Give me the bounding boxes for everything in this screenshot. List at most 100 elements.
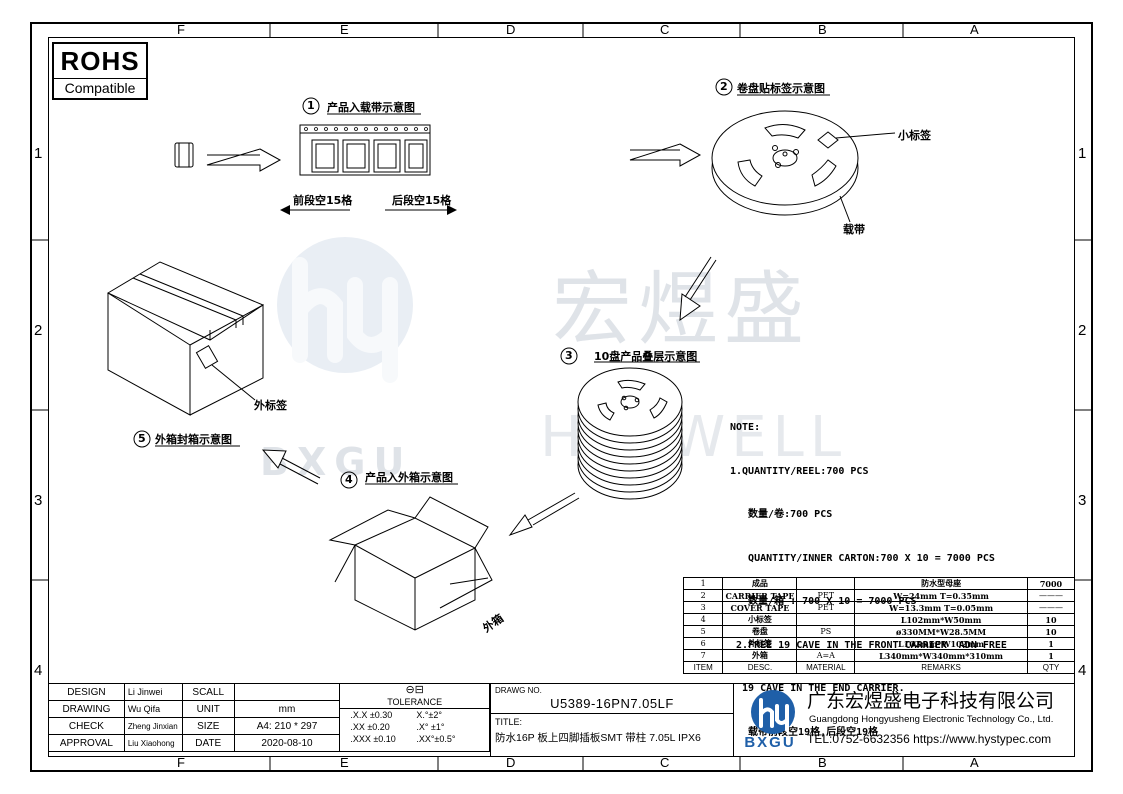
table-row: 5 卷盘 PS ø330MM*W28.5MM 10 <box>682 625 1076 638</box>
bom-cell: 7000 <box>1026 577 1076 590</box>
bom-header: REMARKS <box>854 661 1028 674</box>
company-block: BXGU 广东宏煜盛电子科技有限公司 Guangdong Hongyusheng… <box>735 684 1075 756</box>
tolerance-row: .XXX ±0.10 .XX°±0.5° <box>340 733 489 745</box>
field-label: SIZE <box>181 717 235 735</box>
small-label-callout: 小标签 <box>898 129 931 142</box>
table-row: DESIGN Li Jinwei SCALL ⊖⊟ TOLERANCE .X.X… <box>48 683 490 752</box>
bom-cell: W=13.3mm T=0.05mm <box>854 601 1028 614</box>
table-row: 4 小标签 L102mm*W50mm 10 <box>682 613 1076 626</box>
bom-cell: 4 <box>682 613 724 626</box>
bom-cell: CARRIER TAPE <box>722 589 798 602</box>
bom-cell: L102mm*W102mm <box>854 637 1028 650</box>
rohs-subtitle: Compatible <box>54 78 146 98</box>
tolerance-linear: .X.X ±0.30 <box>350 710 393 720</box>
person-name: Li Jinwei <box>123 683 183 701</box>
field-label: SCALL <box>181 683 235 701</box>
zone-col-bottom: D <box>506 755 516 770</box>
watermark-hy-logo-icon <box>277 237 413 383</box>
zone-col-top: C <box>660 22 670 37</box>
bom-cell: 2 <box>682 589 724 602</box>
bom-header-row: ITEM DESC. MATERIAL REMARKS QTY <box>682 661 1076 674</box>
front-empty-note: 前段空15格 <box>293 194 353 207</box>
bom-cell: PET <box>796 589 856 602</box>
step-number: 5 <box>138 432 146 445</box>
drawing-info: DRAWG NO. U5389-16PN7.05LF TITLE: 防水16P … <box>490 683 734 757</box>
step4-title: 产品入外箱示意图 <box>365 471 453 484</box>
company-logo-text: BXGU <box>744 734 796 751</box>
step1-title: 产品入载带示意图 <box>327 101 415 114</box>
drawing-inner-frame <box>48 37 1075 757</box>
table-row: 6 外标签 L102mm*W102mm 1 <box>682 637 1076 650</box>
bom-cell: PS <box>796 625 856 638</box>
tolerance-cell: ⊖⊟ TOLERANCE .X.X ±0.30 X.°±2° .XX ±0.20… <box>339 683 490 752</box>
field-label: DATE <box>181 734 235 752</box>
bom-cell: 10 <box>1026 625 1076 638</box>
drawing-title: 防水16P 板上四脚插板SMT 带柱 7.05L IPX6 <box>495 732 701 744</box>
bom-cell: A=A <box>796 649 856 662</box>
sealed-box-icon <box>106 261 265 416</box>
table-row: 3 COVER TAPE PET W=13.3mm T=0.05mm ——— <box>682 601 1076 614</box>
company-name-en: Guangdong Hongyusheng Electronic Technol… <box>809 714 1054 725</box>
bom-cell: COVER TAPE <box>722 601 798 614</box>
reel-stack-icon <box>577 367 683 500</box>
bom-cell: 成品 <box>722 577 798 590</box>
connector-part-icon <box>174 142 194 168</box>
zone-row-right: 3 <box>1078 492 1087 509</box>
bom-cell: L102mm*W50mm <box>854 613 1028 626</box>
outer-label-callout: 外标签 <box>254 399 287 412</box>
zone-row-right: 4 <box>1078 662 1087 679</box>
rohs-badge: ROHS Compatible <box>52 42 148 100</box>
bom-table: 1 成品 防水型母座 7000 2 CARRIER TAPE PET W=24m… <box>682 577 1076 674</box>
bom-cell: L340mm*W340mm*310mm <box>854 649 1028 662</box>
bom-cell: 1 <box>1026 637 1076 650</box>
tolerance-row: .X.X ±0.30 X.°±2° <box>340 709 489 721</box>
field-value: A4: 210 * 297 <box>233 717 341 735</box>
bom-cell: 6 <box>682 637 724 650</box>
rear-empty-note: 后段空15格 <box>392 194 452 207</box>
tolerance-linear: .XX ±0.20 <box>350 722 390 732</box>
drawing-no-label: DRAWG NO. <box>495 686 542 695</box>
table-row: 1 成品 防水型母座 7000 <box>682 577 1076 590</box>
tolerance-angular: .XX°±0.5° <box>416 734 456 744</box>
step-number: 4 <box>345 473 353 486</box>
role-label: APPROVAL <box>48 734 125 752</box>
tolerance-linear: .XXX ±0.10 <box>350 734 396 744</box>
bom-cell: 1 <box>1026 649 1076 662</box>
drawing-outer-frame <box>30 22 1093 772</box>
zone-col-bottom: C <box>660 755 670 770</box>
drawing-number: U5389-16PN7.05LF <box>491 695 733 714</box>
bom-cell <box>796 613 856 626</box>
title-label: TITLE: <box>495 717 523 727</box>
open-box-icon <box>328 496 493 631</box>
bom-cell: ø330MM*W28.5MM <box>854 625 1028 638</box>
zone-row-right: 1 <box>1078 145 1087 162</box>
company-contact: TEL:0752-6632356 https://www.hystypec.co… <box>807 732 1052 746</box>
bom-cell: W=24mm T=0.35mm <box>854 589 1028 602</box>
zone-row-right: 2 <box>1078 322 1087 339</box>
step-number: 3 <box>565 349 573 362</box>
person-name: Zheng Jinxian <box>123 717 183 735</box>
rohs-title: ROHS <box>60 46 140 76</box>
bom-cell: ——— <box>1026 601 1076 614</box>
table-row: 7 外箱 A=A L340mm*W340mm*310mm 1 <box>682 649 1076 662</box>
bom-header: DESC. <box>722 661 798 674</box>
bom-cell: 1 <box>682 577 724 590</box>
zone-col-top: B <box>818 22 827 37</box>
field-value <box>233 683 341 701</box>
bom-cell: 3 <box>682 601 724 614</box>
title-block-left: DESIGN Li Jinwei SCALL ⊖⊟ TOLERANCE .X.X… <box>48 683 490 752</box>
watermark-logo-text: BXGU <box>260 440 413 484</box>
table-row: 2 CARRIER TAPE PET W=24mm T=0.35mm ——— <box>682 589 1076 602</box>
step-number: 2 <box>720 80 728 93</box>
step-number: 1 <box>307 99 315 112</box>
carrier-tape-icon <box>299 124 431 176</box>
bom-cell: PET <box>796 601 856 614</box>
note-line: 19 CAVE IN THE END CARRIER. <box>730 683 905 694</box>
person-name: Wu Qifa <box>123 700 183 718</box>
field-value: mm <box>233 700 341 718</box>
role-label: CHECK <box>48 717 125 735</box>
bom-header: ITEM <box>682 661 724 674</box>
zone-col-bottom: B <box>818 755 827 770</box>
